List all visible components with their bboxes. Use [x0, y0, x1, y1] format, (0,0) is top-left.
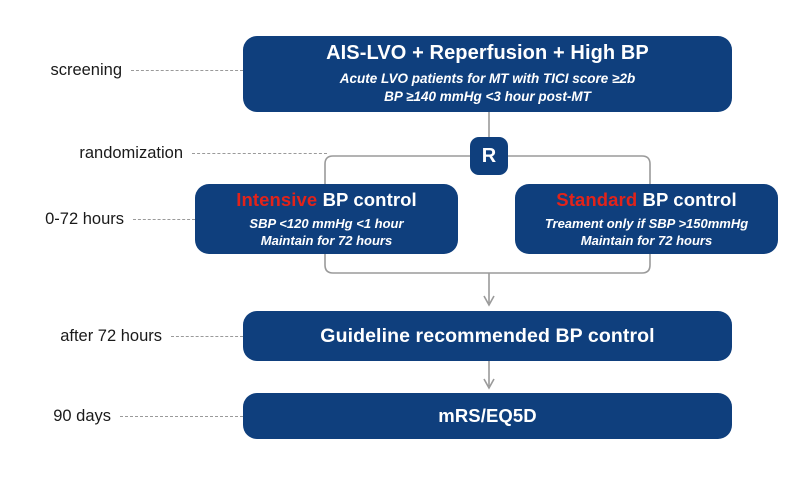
- leader-line-screening: [131, 69, 243, 71]
- node-outcome-title: mRS/EQ5D: [438, 405, 537, 427]
- node-standard-title-rest: BP control: [637, 188, 737, 210]
- randomization-badge[interactable]: R: [470, 137, 508, 175]
- stage-label-after-72-hours: after 72 hours: [60, 327, 162, 345]
- leader-line-0-72-hours: [133, 218, 195, 220]
- node-standard-subline-2: Maintain for 72 hours: [580, 232, 713, 248]
- stage-label-90-days: 90 days: [53, 407, 111, 425]
- connector-merge-right: [489, 254, 651, 274]
- node-intensive-subline-1: SBP <120 mmHg <1 hour: [249, 215, 404, 231]
- arrowhead-outcome: [483, 378, 495, 390]
- node-screening-subline-2: BP ≥140 mmHg <3 hour post-MT: [384, 89, 591, 105]
- node-standard-arm[interactable]: Standard BP control Treament only if SBP…: [515, 184, 778, 254]
- connector-merge-left: [324, 254, 489, 274]
- node-guideline-title: Guideline recommended BP control: [320, 324, 655, 347]
- stage-row-0-72-hours: 0-72 hours: [22, 208, 195, 230]
- node-standard-title-accent: Standard: [556, 188, 638, 210]
- node-intensive-title: Intensive BP control: [236, 189, 417, 211]
- node-screening-subline-1: Acute LVO patients for MT with TICI scor…: [339, 71, 636, 87]
- node-intensive-title-rest: BP control: [317, 188, 417, 210]
- node-standard-subline-1: Treament only if SBP >150mmHg: [544, 215, 749, 231]
- leader-line-after-72-hours: [171, 335, 243, 337]
- arrowhead-guideline: [483, 295, 495, 307]
- node-intensive-arm[interactable]: Intensive BP control SBP <120 mmHg <1 ho…: [195, 184, 458, 254]
- stage-label-randomization: randomization: [79, 144, 183, 162]
- connector-split-bar: [324, 155, 470, 184]
- node-intensive-title-accent: Intensive: [236, 188, 318, 210]
- randomization-badge-label: R: [481, 144, 497, 167]
- node-screening-title: AIS-LVO + Reperfusion + High BP: [326, 41, 649, 64]
- stage-row-after-72-hours: after 72 hours: [22, 325, 243, 347]
- node-screening[interactable]: AIS-LVO + Reperfusion + High BP Acute LV…: [243, 36, 732, 112]
- stage-row-screening: screening: [22, 59, 243, 81]
- leader-line-randomization: [192, 152, 327, 154]
- stage-row-90-days: 90 days: [22, 405, 243, 427]
- node-intensive-subline-2: Maintain for 72 hours: [260, 232, 393, 248]
- node-guideline-bp-control[interactable]: Guideline recommended BP control: [243, 311, 732, 361]
- stage-label-screening: screening: [50, 61, 122, 79]
- leader-line-90-days: [120, 415, 243, 417]
- stage-row-randomization: randomization: [22, 142, 327, 164]
- connector-split-bar-right: [508, 155, 651, 184]
- stage-label-0-72-hours: 0-72 hours: [45, 210, 124, 228]
- node-outcome-mrs-eq5d[interactable]: mRS/EQ5D: [243, 393, 732, 439]
- node-standard-title: Standard BP control: [556, 189, 736, 211]
